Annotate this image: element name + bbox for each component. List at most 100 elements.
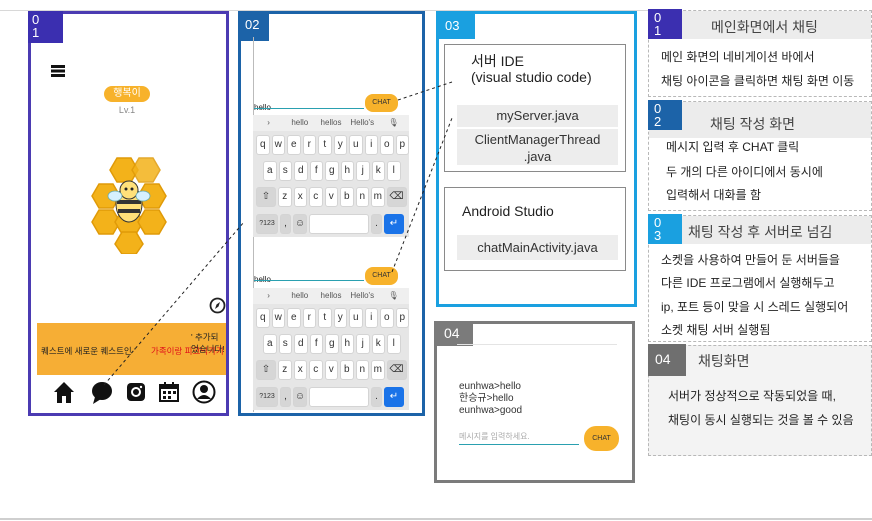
key[interactable]: g (325, 334, 339, 354)
symbols-key[interactable]: ?123 (256, 214, 278, 234)
key[interactable]: k (371, 161, 385, 181)
key[interactable]: y (333, 135, 347, 155)
key[interactable]: r (302, 308, 316, 328)
key[interactable]: l (387, 161, 401, 181)
shift-icon[interactable]: ⇧ (256, 360, 276, 380)
enter-icon[interactable]: ↵ (384, 214, 404, 234)
key[interactable]: d (294, 334, 308, 354)
panel-number-02: 02 (238, 11, 269, 41)
key[interactable]: e (287, 135, 301, 155)
key[interactable]: j (356, 334, 370, 354)
key[interactable]: t (318, 135, 332, 155)
chat-send-button-2[interactable]: CHAT (365, 267, 398, 285)
key[interactable]: o (380, 135, 394, 155)
profile-icon[interactable] (192, 380, 216, 404)
chat-input-1[interactable]: hello (254, 97, 364, 115)
key[interactable]: c (309, 187, 323, 207)
backspace-icon[interactable]: ⌫ (386, 187, 407, 207)
key[interactable]: o (380, 308, 394, 328)
key[interactable]: a (263, 161, 277, 181)
chat-send-button-1[interactable]: CHAT (365, 94, 398, 112)
card-line: 메시지 입력 후 CHAT 클릭 (666, 140, 800, 154)
chat-send-button[interactable]: CHAT (584, 426, 619, 451)
key[interactable]: w (271, 135, 285, 155)
suggestion[interactable]: hellos (320, 118, 342, 127)
period-key[interactable]: . (371, 214, 382, 234)
backspace-icon[interactable]: ⌫ (386, 360, 407, 380)
key[interactable]: b (340, 360, 354, 380)
emoji-icon[interactable]: ☺ (293, 214, 307, 234)
key[interactable]: m (371, 187, 385, 207)
emoji-icon[interactable]: ☺ (293, 387, 307, 407)
key[interactable]: w (271, 308, 285, 328)
key[interactable]: u (349, 135, 363, 155)
key[interactable]: m (371, 360, 385, 380)
enter-icon[interactable]: ↵ (384, 387, 404, 407)
key[interactable]: n (355, 360, 369, 380)
key[interactable]: z (278, 360, 292, 380)
key[interactable]: d (294, 161, 308, 181)
panel-chat-screen: 04 eunhwa>hello 한승규>hello eunhwa>good 메시… (434, 321, 635, 483)
key[interactable]: p (395, 308, 409, 328)
key[interactable]: q (256, 308, 270, 328)
key[interactable]: f (309, 161, 323, 181)
key[interactable]: x (293, 360, 307, 380)
card-line: 채팅이 동시 실행되는 것을 볼 수 있음 (668, 413, 854, 427)
card-line: ip, 포트 등이 맞을 시 스레드 실행되어 (661, 300, 849, 314)
key[interactable]: s (278, 161, 292, 181)
menu-icon[interactable] (51, 65, 65, 77)
chevron-icon[interactable]: › (267, 291, 270, 300)
space-key[interactable] (309, 387, 369, 407)
key[interactable]: f (309, 334, 323, 354)
mic-icon[interactable]: 🎙 (388, 291, 399, 300)
key[interactable]: h (340, 161, 354, 181)
space-key[interactable] (309, 214, 369, 234)
comma-key[interactable]: , (280, 214, 291, 234)
calendar-icon[interactable] (159, 382, 179, 402)
key[interactable]: i (364, 308, 378, 328)
suggestion[interactable]: Hello's (350, 291, 375, 300)
key[interactable]: v (324, 187, 338, 207)
key[interactable]: u (349, 308, 363, 328)
chat-input-2[interactable]: hello (254, 269, 364, 287)
key[interactable]: g (325, 161, 339, 181)
key[interactable]: t (318, 308, 332, 328)
shift-icon[interactable]: ⇧ (256, 187, 276, 207)
suggestion[interactable]: Hello's (350, 118, 375, 127)
key[interactable]: l (387, 334, 401, 354)
key[interactable]: n (355, 187, 369, 207)
file-label: ClientManagerThread .java (457, 129, 618, 165)
suggestion[interactable]: hello (291, 118, 309, 127)
chevron-icon[interactable]: › (267, 118, 270, 127)
key[interactable]: q (256, 135, 270, 155)
key[interactable]: z (278, 187, 292, 207)
key[interactable]: a (263, 334, 277, 354)
home-icon[interactable] (53, 381, 75, 405)
instagram-icon[interactable] (126, 382, 146, 402)
key[interactable]: h (340, 334, 354, 354)
key[interactable]: p (395, 135, 409, 155)
key[interactable]: e (287, 308, 301, 328)
key[interactable]: y (333, 308, 347, 328)
key[interactable]: k (371, 334, 385, 354)
card-line: 소켓을 사용하여 만들어 둔 서버들을 (661, 253, 840, 267)
key[interactable]: s (278, 334, 292, 354)
key[interactable]: x (293, 187, 307, 207)
chat-bubble-icon[interactable] (91, 381, 113, 405)
period-key[interactable]: . (371, 387, 382, 407)
panel-number-03: 03 (436, 11, 475, 39)
card-number-04: 04 (648, 344, 686, 376)
message-input[interactable]: 메시지를 입력하세요. (459, 431, 579, 445)
key[interactable]: r (302, 135, 316, 155)
suggestion[interactable]: hello (291, 291, 309, 300)
comma-key[interactable]: , (280, 387, 291, 407)
symbols-key[interactable]: ?123 (256, 387, 278, 407)
key[interactable]: b (340, 187, 354, 207)
compass-icon[interactable] (209, 297, 226, 314)
key[interactable]: j (356, 161, 370, 181)
suggestion[interactable]: hellos (320, 291, 342, 300)
key[interactable]: v (324, 360, 338, 380)
key[interactable]: i (364, 135, 378, 155)
mic-icon[interactable]: 🎙 (388, 118, 399, 127)
key[interactable]: c (309, 360, 323, 380)
